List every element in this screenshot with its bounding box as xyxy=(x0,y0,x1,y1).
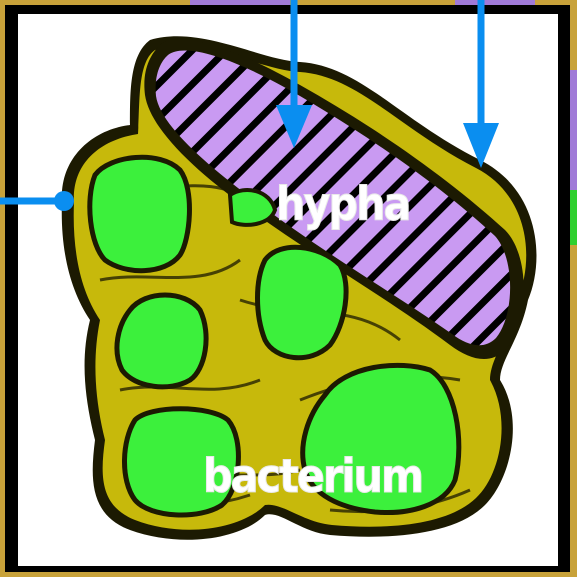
right-edge-strip-green xyxy=(570,190,577,245)
bacterium-label: bacterium xyxy=(203,449,422,503)
line-pointer-icon xyxy=(54,191,74,211)
bacterium-cell xyxy=(258,247,347,357)
bacterium-cell xyxy=(90,157,190,270)
top-edge-strip-purple-2 xyxy=(455,0,535,5)
bacterium-cell xyxy=(230,190,275,225)
hypha-label: hypha xyxy=(276,177,409,231)
bacterium-cell xyxy=(117,295,206,387)
left-edge-strip xyxy=(0,0,5,577)
bottom-edge-strip xyxy=(0,572,577,577)
top-edge-strip-purple xyxy=(190,0,290,5)
right-edge-strip-purple xyxy=(570,70,577,190)
